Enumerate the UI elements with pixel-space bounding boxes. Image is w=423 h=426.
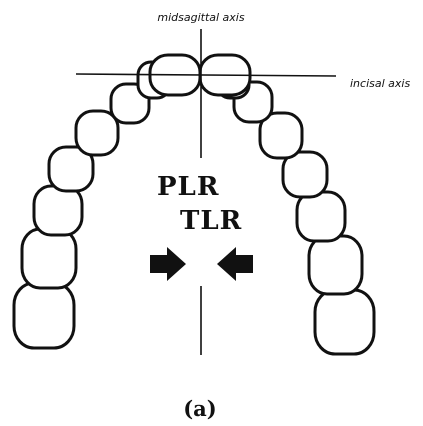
tooth-left-7 — [22, 229, 76, 288]
left-teeth — [14, 62, 170, 348]
tooth-left-6 — [34, 186, 82, 235]
incisal-axis-label: incisal axis — [350, 77, 410, 90]
incisal-axis-line — [76, 74, 336, 76]
arrow-right-icon — [150, 247, 186, 281]
tooth-left-4 — [76, 111, 118, 155]
midsagittal-axis-label: midsagittal axis — [157, 11, 244, 24]
tooth-right-7 — [309, 236, 362, 294]
tooth-left-8 — [14, 283, 74, 348]
plr-label: PLR — [157, 172, 219, 202]
arrow-left-icon — [217, 247, 253, 281]
figure-caption: (a) — [183, 396, 216, 421]
tooth-right-6 — [297, 192, 345, 241]
tlr-label: TLR — [180, 206, 242, 236]
tooth-right-8 — [315, 290, 374, 354]
